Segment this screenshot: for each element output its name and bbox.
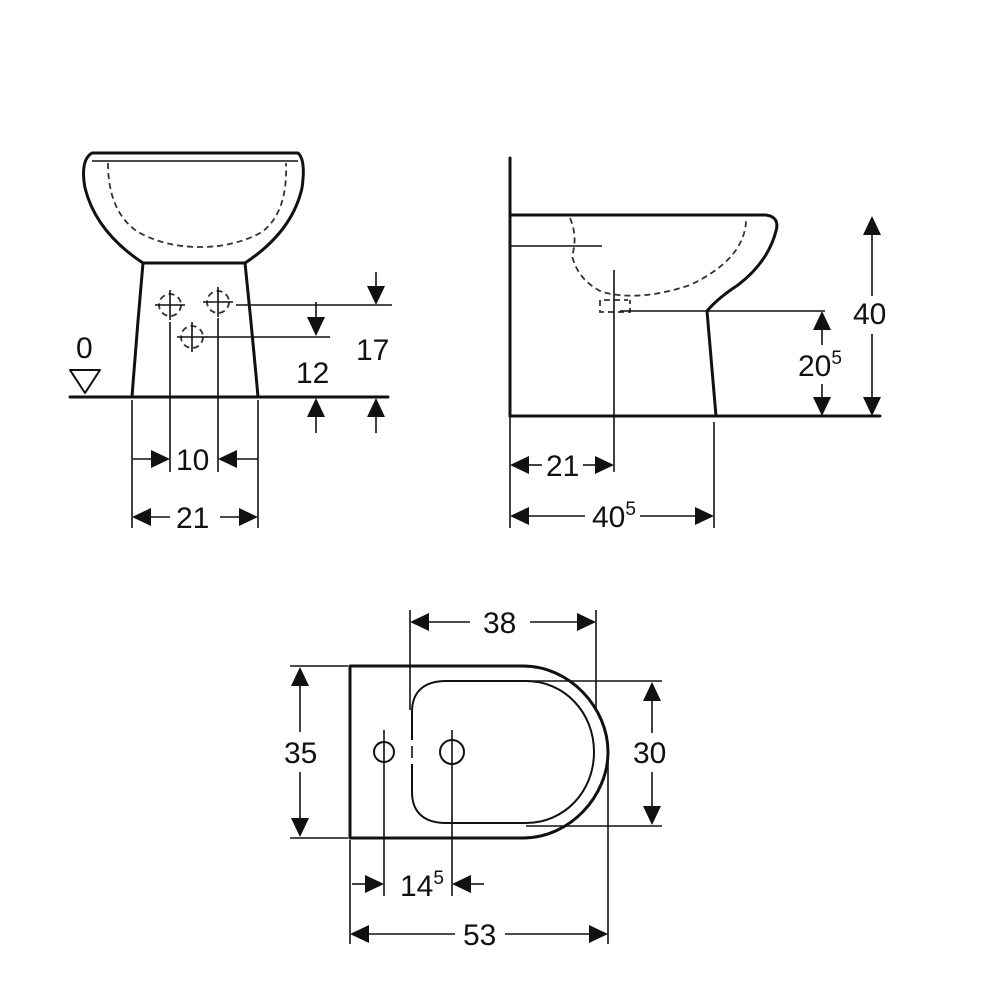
dim-depth: 405 [592, 499, 636, 534]
dim-total-length: 53 [463, 919, 496, 952]
front-view: 0 17 12 10 21 [68, 151, 392, 535]
connection-mark-icon [154, 289, 186, 321]
dim-bowl-length: 38 [483, 607, 516, 640]
datum-triangle-icon [69, 369, 101, 394]
dim-height-low: 12 [296, 357, 329, 390]
connection-mark-icon [202, 286, 234, 318]
bowl-inner-dashed [107, 162, 287, 248]
top-view: 38 35 30 145 53 [284, 607, 666, 952]
bidet-top-outline [348, 664, 610, 840]
dim-inner-spacing: 10 [176, 444, 209, 477]
dim-top-width: 35 [284, 737, 317, 770]
dim-outlet-height: 205 [798, 348, 842, 383]
bidet-side-outline [508, 213, 779, 418]
bowl-inner-dashed [569, 217, 747, 297]
dim-front-width: 21 [176, 502, 209, 535]
connection-mark-icon [176, 321, 208, 353]
side-view: 40 205 21 405 [508, 156, 886, 534]
pedestal-outline [130, 261, 260, 399]
bowl-rim-outline [411, 680, 596, 824]
datum-label: 0 [76, 332, 93, 365]
dim-height-total: 40 [853, 298, 886, 331]
dim-hole-spacing: 145 [400, 868, 444, 903]
dim-outlet-offset: 21 [546, 450, 579, 483]
dim-height-high: 17 [356, 334, 389, 367]
dim-bowl-width: 30 [633, 737, 666, 770]
